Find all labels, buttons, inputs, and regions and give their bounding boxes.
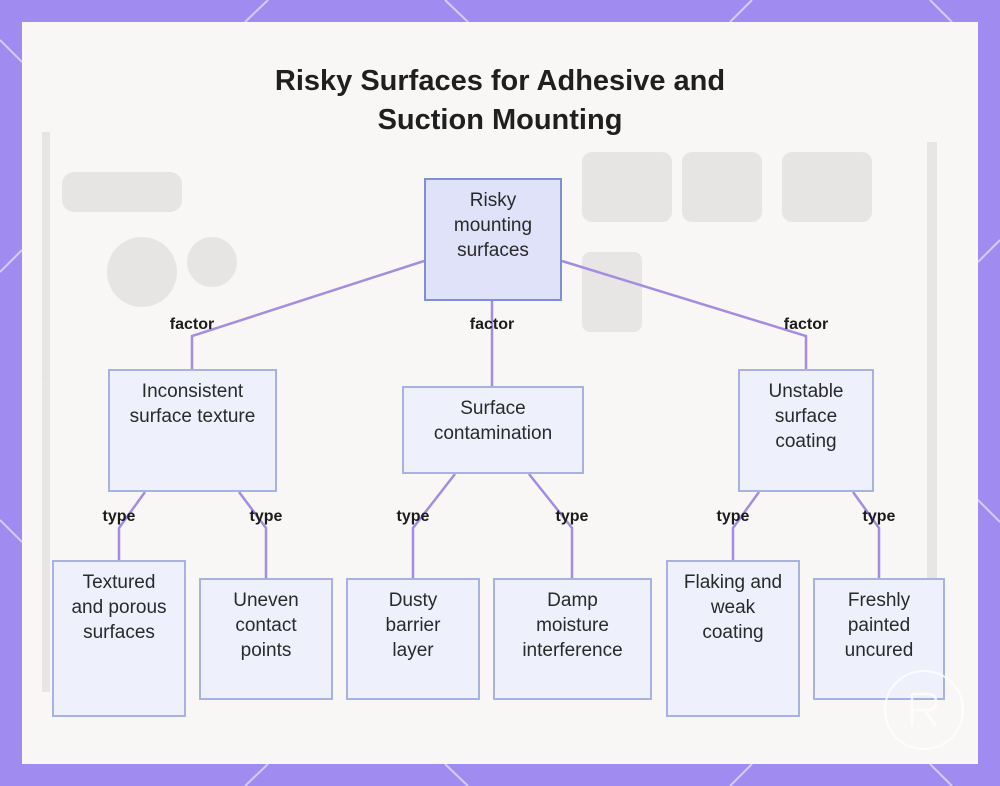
- page-title: Risky Surfaces for Adhesive and Suction …: [22, 62, 978, 140]
- factor-node-label: Surface contamination: [433, 398, 553, 444]
- connector-factor-2-type-1: [411, 473, 456, 578]
- connector-root-to-factor-1: [190, 259, 425, 370]
- title-line-1: Risky Surfaces for Adhesive and: [274, 65, 726, 97]
- edge-label-type-6: type: [862, 508, 896, 525]
- edge-label-factor-2: factor: [469, 316, 515, 333]
- root-node-label: Risky mounting surfaces: [453, 190, 533, 261]
- connector-root-to-factor-3: [561, 259, 808, 370]
- edge-label-type-5: type: [716, 508, 750, 525]
- type-node-dusty-barrier: Dusty barrier layer: [346, 578, 480, 700]
- edge-label-type-3: type: [396, 508, 430, 525]
- edge-label-type-2: type: [249, 508, 283, 525]
- connector-factor-2-type-2: [528, 473, 574, 578]
- connector-factor-1-type-1: [117, 491, 147, 560]
- factor-node-inconsistent-texture: Inconsistent surface texture: [108, 369, 277, 492]
- type-node-textured-porous: Textured and porous surfaces: [52, 560, 186, 717]
- factor-node-unstable-coating: Unstable surface coating: [738, 369, 874, 492]
- type-node-damp-moisture: Damp moisture interference: [493, 578, 652, 700]
- edge-label-type-4: type: [555, 508, 589, 525]
- factor-node-surface-contamination: Surface contamination: [402, 386, 584, 474]
- diagram-panel: Risky Surfaces for Adhesive and Suction …: [22, 22, 978, 764]
- type-node-label: Uneven contact points: [233, 590, 299, 661]
- factor-node-label: Inconsistent surface texture: [129, 381, 256, 427]
- type-node-label: Damp moisture interference: [522, 590, 623, 661]
- title-line-2: Suction Mounting: [377, 104, 623, 136]
- factor-node-label: Unstable surface coating: [768, 381, 844, 452]
- type-node-label: Flaking and weak coating: [683, 572, 783, 643]
- edge-label-factor-3: factor: [783, 316, 829, 333]
- type-node-label: Textured and porous surfaces: [71, 572, 167, 643]
- edge-label-factor-1: factor: [169, 316, 215, 333]
- watermark-logo-icon: [884, 670, 964, 750]
- connector-factor-3-type-2: [851, 491, 881, 578]
- connector-factor-3-type-1: [731, 491, 761, 560]
- edge-label-type-1: type: [102, 508, 136, 525]
- type-node-label: Freshly painted uncured: [844, 590, 914, 661]
- type-node-label: Dusty barrier layer: [385, 590, 441, 661]
- type-node-uneven-contact: Uneven contact points: [199, 578, 333, 700]
- root-node: Risky mounting surfaces: [424, 178, 562, 301]
- type-node-flaking-coating: Flaking and weak coating: [666, 560, 800, 717]
- connector-factor-1-type-2: [238, 491, 268, 578]
- connector-lines: [117, 259, 881, 578]
- type-node-freshly-painted: Freshly painted uncured: [813, 578, 945, 700]
